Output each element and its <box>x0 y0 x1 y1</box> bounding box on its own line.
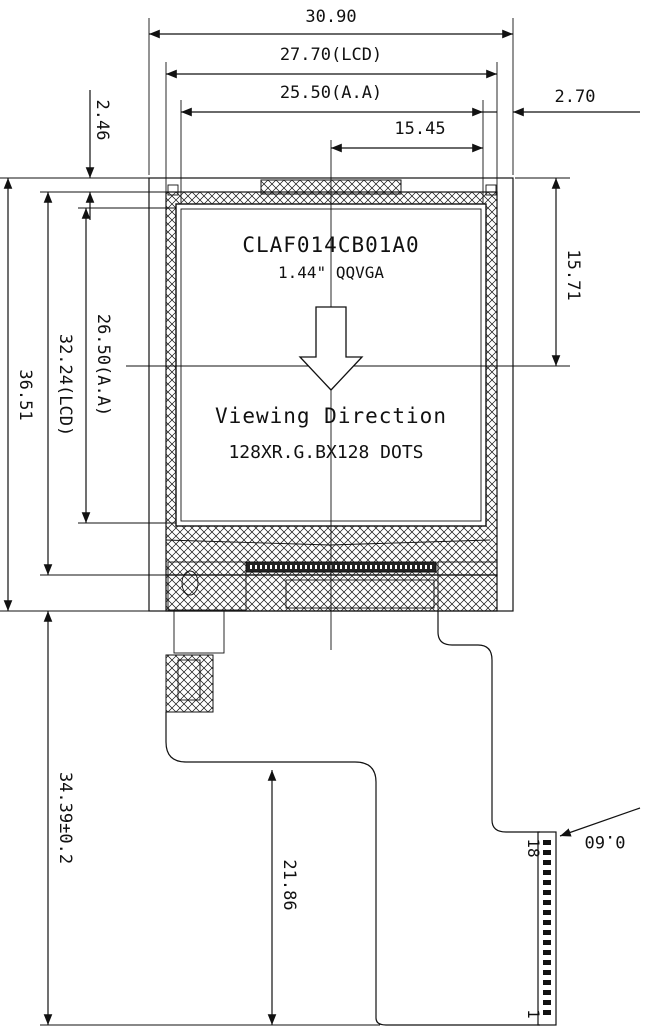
lcd-width-label: 27.70(LCD) <box>280 45 382 65</box>
viewing-direction-arrow-icon <box>298 306 364 391</box>
pin-pitch-callout: 0.60 <box>559 807 641 851</box>
vertical-dimensions: 2.46 36.51 32.24(LCD) 26.50(A.A) 15.71 3… <box>3 90 583 1025</box>
fpc-length-label: 34.39±0.2 <box>55 772 75 864</box>
overall-width-label: 30.90 <box>305 7 356 27</box>
extension-lines <box>0 18 570 1026</box>
right-offset-label: 2.70 <box>555 87 596 107</box>
center-offset-y-label: 15.71 <box>563 249 583 300</box>
active-area-height-label: 26.50(A.A) <box>93 314 113 416</box>
part-number-label: CLAF014CB01A0 <box>242 233 419 257</box>
viewing-direction-label: Viewing Direction <box>215 404 447 428</box>
lcd-height-label: 32.24(LCD) <box>55 334 75 436</box>
active-area-width-label: 25.50(A.A) <box>280 83 382 103</box>
fpc-cable: 18 1 <box>165 610 557 1026</box>
left-offset-label: 2.46 <box>92 100 112 141</box>
resolution-label: 128XR.G.BX128 DOTS <box>228 442 423 463</box>
pin-first-label: 1 <box>524 1009 543 1019</box>
overall-height-label: 36.51 <box>15 369 35 420</box>
pin-pitch-label: 0.60 <box>585 831 626 851</box>
size-label: 1.44" QQVGA <box>278 263 384 282</box>
fpc-inner-length-label: 21.86 <box>279 859 299 910</box>
screen-labels: CLAF014CB01A0 1.44" QQVGA Viewing Direct… <box>215 233 447 463</box>
center-offset-x-label: 15.45 <box>394 119 445 139</box>
horizontal-dimensions: 30.90 27.70(LCD) 25.50(A.A) 2.70 15.45 <box>149 7 640 153</box>
pin-last-label: 18 <box>524 838 543 857</box>
